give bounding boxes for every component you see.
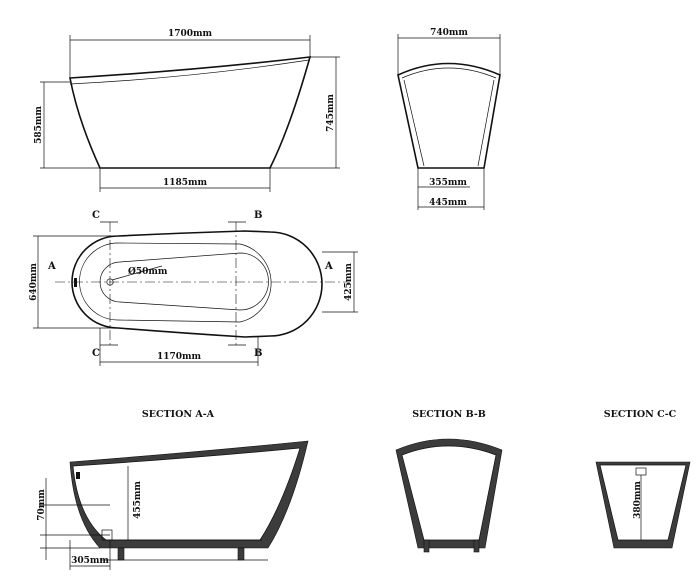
- marker-a-right: A: [324, 261, 333, 272]
- section-a-a: SECTION A-A 455mm 70mm 305mm: [37, 409, 309, 570]
- marker-a-left: A: [47, 261, 56, 272]
- dim-end-base-inner: 355mm: [429, 178, 467, 188]
- marker-c-bottom: C: [92, 348, 100, 359]
- overflow-fitting: [74, 278, 77, 287]
- section-aa-title: SECTION A-A: [142, 409, 215, 420]
- dim-side-base: 1185mm: [163, 178, 208, 188]
- side-view-rim-line: [69, 59, 310, 85]
- section-bb-title: SECTION B-B: [412, 409, 486, 420]
- drain-hole: [106, 278, 114, 286]
- section-aa-foot-1: [117, 547, 125, 561]
- end-view-rim: [401, 67, 497, 79]
- section-aa-cavity: [72, 447, 301, 541]
- dim-plan-base: 1170mm: [157, 352, 202, 362]
- marker-c-top: C: [92, 210, 100, 221]
- side-view-outline: [69, 56, 312, 169]
- dim-cc-inner-height: 380mm: [633, 481, 643, 519]
- dim-end-width: 740mm: [430, 28, 468, 38]
- end-view-outline: [397, 62, 501, 169]
- dim-side-height-left: 585mm: [34, 106, 44, 144]
- end-view: 740mm 355mm 445mm: [397, 28, 501, 210]
- section-aa-foot-2: [237, 547, 245, 561]
- section-b-b: SECTION B-B: [395, 409, 503, 553]
- plan-outer-rim: [71, 230, 323, 338]
- section-bb-cavity: [401, 445, 497, 541]
- dim-end-base-outer: 445mm: [429, 198, 467, 208]
- dim-side-width: 1700mm: [168, 29, 213, 39]
- plan-inner-rim: [79, 242, 272, 323]
- marker-b-top: B: [254, 210, 262, 221]
- section-bb-foot-2: [473, 539, 480, 553]
- dim-aa-inner-height: 455mm: [133, 481, 143, 519]
- dim-aa-height-left: 70mm: [37, 489, 47, 521]
- plan-basin-floor: [99, 252, 269, 311]
- dim-plan-height-right: 425mm: [344, 263, 354, 301]
- dim-drain: Ø50mm: [128, 266, 168, 277]
- drain-leader: [111, 265, 163, 281]
- section-cc-cavity: [599, 464, 687, 541]
- plan-view: C C B B A A Ø50mm 640mm 425mm 1170mm: [29, 210, 358, 366]
- end-view-inner-wall: [403, 79, 495, 167]
- dim-plan-height-left: 640mm: [29, 263, 39, 301]
- section-c-c: SECTION C-C 380mm: [595, 409, 691, 549]
- section-cc-title: SECTION C-C: [604, 409, 677, 420]
- dim-side-height-right: 745mm: [326, 94, 336, 132]
- section-bb-foot-1: [423, 539, 430, 553]
- dim-aa-offset: 305mm: [71, 556, 109, 566]
- side-view: 1700mm 585mm 745mm 1185mm: [34, 29, 340, 192]
